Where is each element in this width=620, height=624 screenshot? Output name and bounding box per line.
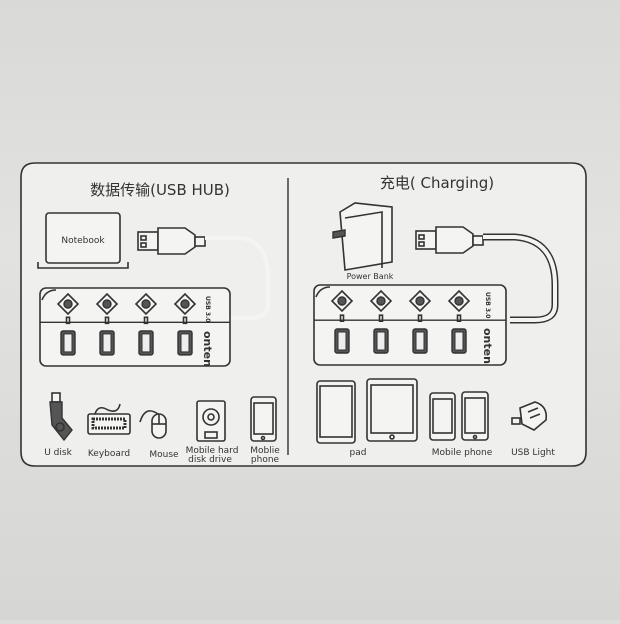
- hub-brand-right: onten: [481, 328, 494, 364]
- mouse-icon: [139, 410, 167, 439]
- hub-corner: [41, 289, 57, 301]
- device-label-u-disk: U disk: [44, 448, 72, 458]
- port-power-switch: [173, 292, 197, 316]
- hard-disk-icon: [196, 400, 226, 442]
- usb-hub-left: [39, 287, 231, 367]
- device-label-hard-disk-2: disk drive: [188, 455, 232, 465]
- device-label-pad: pad: [350, 448, 367, 458]
- usb-port: [60, 330, 76, 356]
- mobile-phone-icon: [250, 396, 277, 442]
- power-bank-icon: [332, 202, 393, 271]
- usb-port: [99, 330, 115, 356]
- usb-port: [177, 330, 193, 356]
- port-led: [143, 316, 149, 325]
- mobile-phone-icon: [461, 391, 489, 441]
- usb-port: [451, 328, 467, 354]
- port-led: [182, 316, 188, 325]
- device-label-mouse: Mouse: [149, 450, 179, 460]
- hub-brand-left: onten: [201, 331, 214, 367]
- hub-corner: [315, 286, 331, 298]
- port-power-switch: [56, 292, 80, 316]
- usb-cable-icon: [415, 226, 559, 324]
- port-led: [104, 316, 110, 325]
- port-power-switch: [369, 289, 393, 313]
- keyboard-icon: [87, 403, 131, 435]
- device-label-phone-2: phone: [251, 455, 280, 465]
- usb-port: [412, 328, 428, 354]
- port-power-switch: [408, 289, 432, 313]
- port-power-switch: [95, 292, 119, 316]
- usb-light-icon: [511, 401, 548, 431]
- notebook-icon: [37, 212, 129, 269]
- power-bank-label: Power Bank: [347, 272, 394, 281]
- usb-port: [373, 328, 389, 354]
- port-power-switch: [447, 289, 471, 313]
- port-led: [339, 314, 345, 323]
- right-panel: 充电( Charging) Power Bank USB 3.0 onten: [313, 174, 559, 458]
- device-label-hard-disk-1: Mobile hard: [186, 446, 239, 456]
- tablet-icon: [316, 380, 356, 444]
- port-led: [65, 316, 71, 325]
- usb-flash-drive-icon: [49, 392, 73, 442]
- hub-model-right: USB 3.0: [484, 292, 491, 318]
- port-led: [417, 314, 423, 323]
- port-led: [378, 314, 384, 323]
- port-power-switch: [330, 289, 354, 313]
- usb-hub-right: [313, 284, 507, 366]
- right-panel-title: 充电( Charging): [380, 174, 494, 192]
- device-label-keyboard: Keyboard: [88, 449, 130, 459]
- tablet-icon: [366, 378, 418, 442]
- left-panel: 数据传输(USB HUB) Notebook USB 3.0 onten: [37, 181, 280, 465]
- device-label-usb-light: USB Light: [511, 448, 555, 458]
- port-led: [456, 314, 462, 323]
- notebook-label: Notebook: [61, 236, 105, 246]
- hub-model-left: USB 3.0: [204, 296, 211, 322]
- device-label-mobile-phone: Mobile phone: [432, 448, 493, 458]
- port-power-switch: [134, 292, 158, 316]
- usb-port: [138, 330, 154, 356]
- usb-port: [334, 328, 350, 354]
- mobile-phone-icon: [429, 392, 456, 441]
- device-label-phone-1: Moblie: [250, 446, 280, 456]
- usb-cable-icon: [137, 227, 270, 320]
- left-panel-title: 数据传输(USB HUB): [90, 181, 230, 199]
